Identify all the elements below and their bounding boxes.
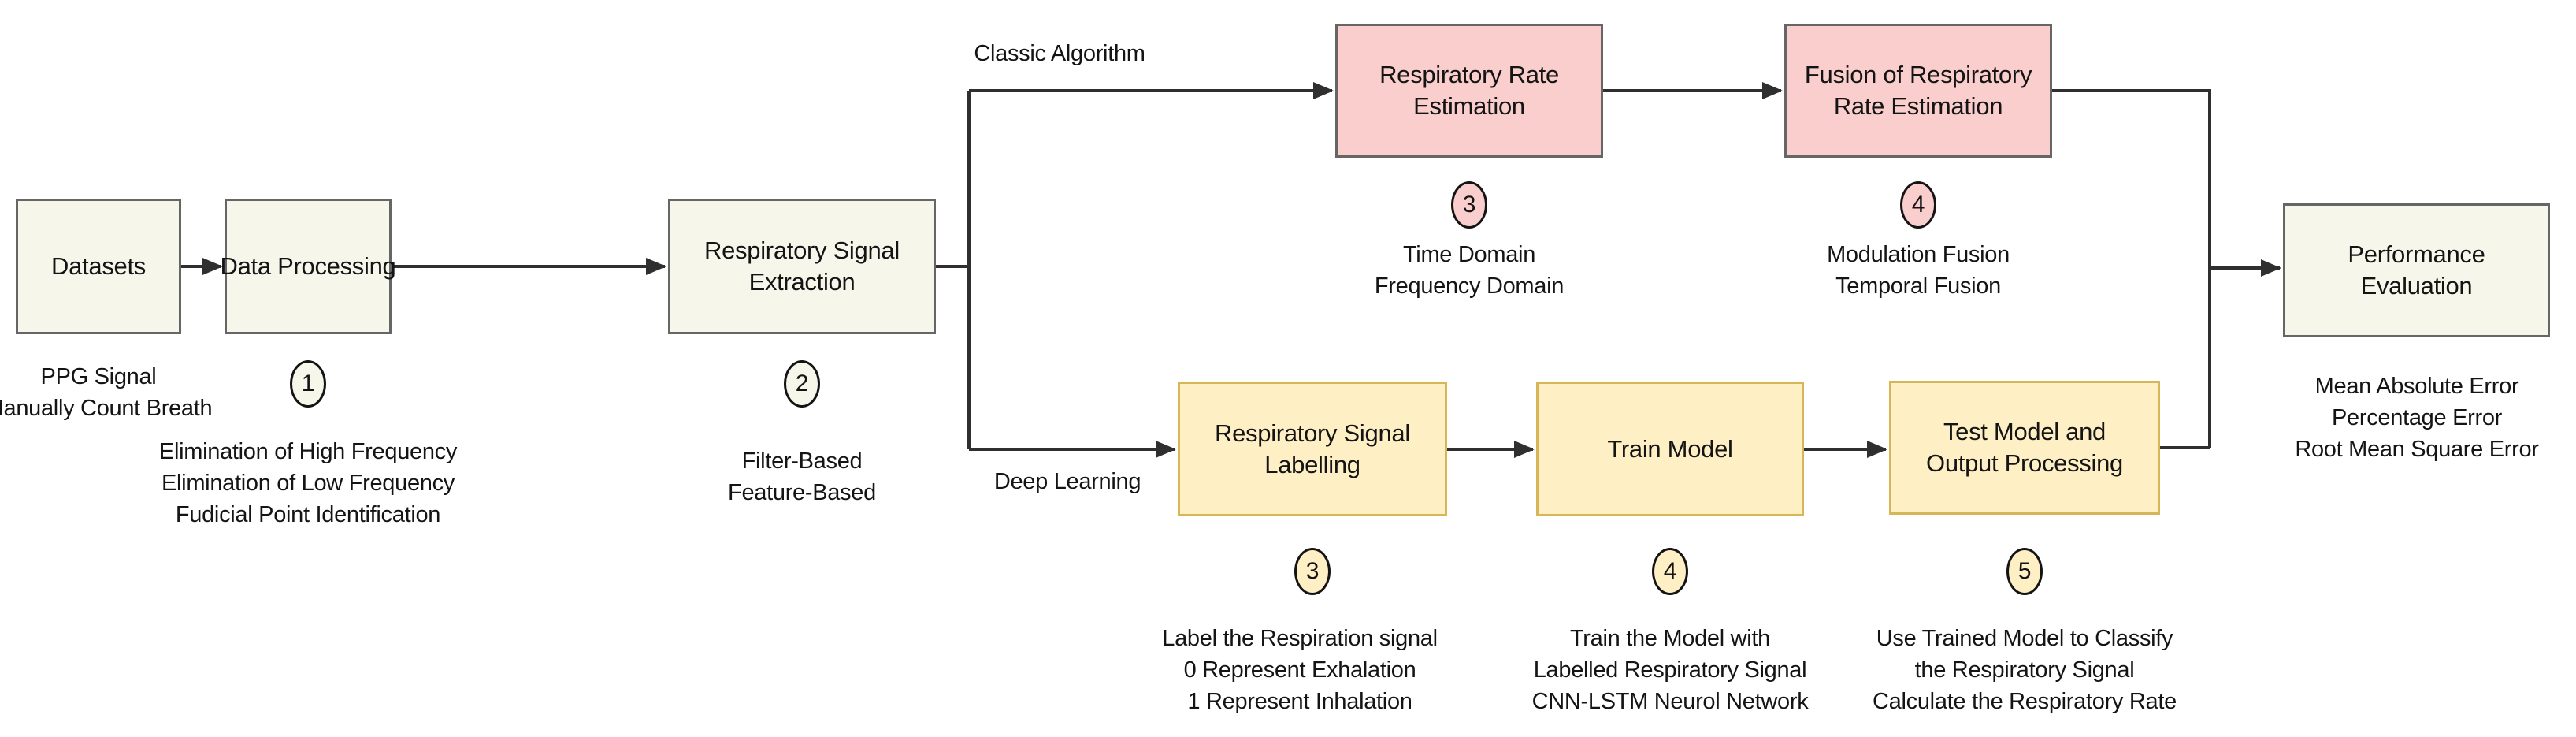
node-label: Fusion of Respiratory: [1804, 61, 2032, 88]
branch-label-classic-algorithm: Classic Algorithm: [974, 41, 1145, 66]
node-label: Output Processing: [1926, 449, 2123, 477]
annotation-test: Use Trained Model to Classify the Respir…: [1873, 626, 2177, 714]
step-badge-2-extraction: 2: [784, 360, 820, 408]
node-label: Respiratory Signal: [1215, 419, 1410, 447]
node-label: Train Model: [1607, 434, 1733, 463]
node-label: Respiratory Rate: [1379, 61, 1559, 88]
node-label: Data Processing: [220, 252, 396, 280]
step-badge-4-fusion: 4: [1900, 181, 1936, 229]
step-badge-5-test: 5: [2006, 548, 2043, 595]
annotation-extraction: Filter-Based Feature-Based: [728, 449, 876, 505]
node-fusion-of-respiratory-rate-estimation: Fusion of Respiratory Rate Estimation: [1784, 24, 2052, 158]
node-label: Estimation: [1413, 92, 1525, 120]
annotation-train: Train the Model with Labelled Respirator…: [1531, 626, 1809, 714]
node-label: Evaluation: [2360, 272, 2473, 300]
step-badge-1-data-processing: 1: [290, 360, 326, 408]
node-label: Rate Estimation: [1833, 92, 2003, 120]
step-badge-3-rate-estimation: 3: [1451, 181, 1487, 229]
node-respiratory-signal-extraction: Respiratory Signal Extraction: [668, 199, 936, 334]
node-performance-evaluation: Performance Evaluation: [2283, 203, 2550, 337]
node-label: Test Model and: [1943, 418, 2106, 445]
annotation-datasets: PPG Signal Manually Count Breath: [0, 364, 213, 421]
node-test-model-and-output-processing: Test Model and Output Processing: [1889, 381, 2160, 515]
node-label: Datasets: [51, 252, 146, 280]
node-respiratory-rate-estimation: Respiratory Rate Estimation: [1335, 24, 1603, 158]
step-badge-3-labelling: 3: [1294, 548, 1331, 595]
node-respiratory-signal-labelling: Respiratory Signal Labelling: [1178, 382, 1447, 516]
node-label: Respiratory Signal: [704, 236, 900, 264]
node-datasets: Datasets: [16, 199, 181, 334]
edge-fusion-to-merge-trunk: [2052, 89, 2211, 448]
node-label: Performance: [2348, 240, 2485, 268]
branch-label-deep-learning: Deep Learning: [993, 469, 1141, 494]
step-badge-4-train: 4: [1652, 548, 1688, 595]
node-label: Labelling: [1264, 450, 1360, 478]
annotation-labelling: Label the Respiration signal 0 Represent…: [1162, 626, 1438, 714]
node-train-model: Train Model: [1536, 382, 1804, 516]
node-data-processing: Data Processing: [221, 199, 396, 334]
annotation-fusion: Modulation Fusion Temporal Fusion: [1827, 242, 2010, 299]
annotation-performance: Mean Absolute Error Percentage Error Roo…: [2295, 374, 2539, 462]
annotation-data-processing: Elimination of High Frequency Eliminatio…: [158, 439, 458, 527]
node-label: Extraction: [748, 268, 856, 296]
annotation-rate-estimation: Time Domain Frequency Domain: [1374, 242, 1565, 299]
